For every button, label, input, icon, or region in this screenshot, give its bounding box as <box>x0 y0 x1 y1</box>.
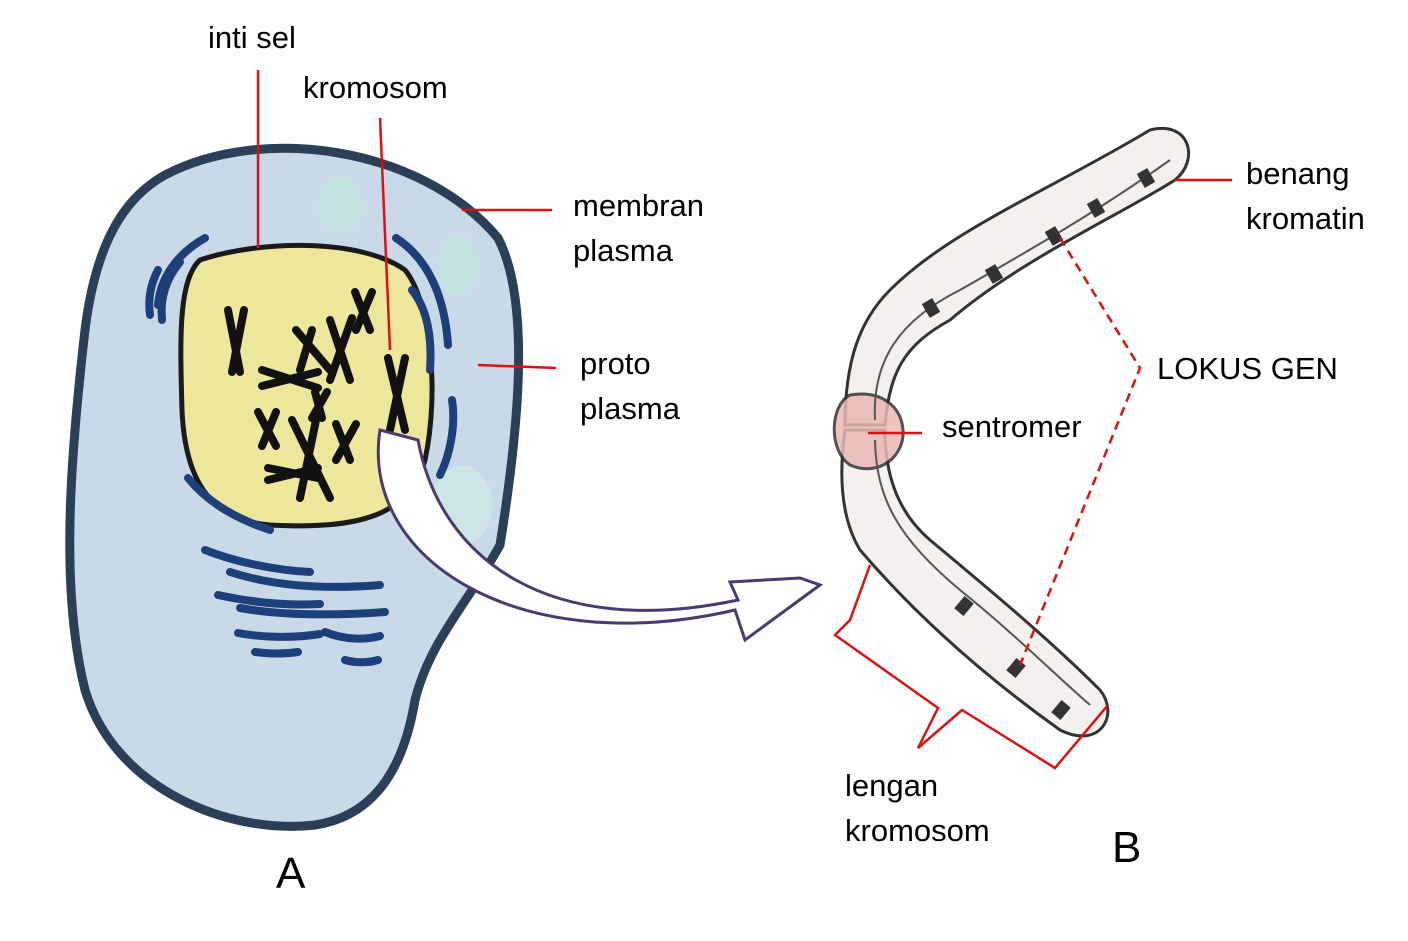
label-lengan-kromosom: lengan kromosom <box>845 770 990 846</box>
transition-arrow <box>376 428 824 643</box>
endoplasmic-reticulum <box>145 234 458 667</box>
label-sentromer: sentromer <box>942 409 1082 444</box>
label-benang-kromatin: benang kromatin <box>1246 158 1365 234</box>
label-inti-sel: inti sel <box>208 20 296 55</box>
nucleus-chromosomes <box>224 288 409 502</box>
label-proto-line1: proto <box>580 346 651 381</box>
chromosome-lower-arm <box>840 428 1110 738</box>
label-lengan-line1: lengan <box>845 768 939 803</box>
panel-a-label: A <box>276 849 306 898</box>
chromatid-line <box>873 159 1171 706</box>
label-benang-line1: benang <box>1246 156 1350 191</box>
cytoplasm-smudge <box>438 235 478 295</box>
label-proto-line2: plasma <box>580 391 680 426</box>
leader-lines <box>256 70 1232 770</box>
label-membran-plasma: membran plasma <box>573 190 704 266</box>
label-benang-line2: kromatin <box>1246 201 1365 236</box>
label-membran-line2: plasma <box>573 233 673 268</box>
label-kromosom: kromosom <box>303 70 448 105</box>
label-membran-line1: membran <box>573 188 704 223</box>
centromere-bulge <box>832 392 905 471</box>
cytoplasm-smudge <box>318 177 362 233</box>
label-proto-plasma: proto plasma <box>580 348 680 424</box>
chromosome-upper-arm <box>843 126 1191 427</box>
panel-b-label: B <box>1112 823 1142 872</box>
chromosome-body <box>832 126 1191 738</box>
label-lokus-gen: LOKUS GEN <box>1157 351 1338 386</box>
label-lengan-line2: kromosom <box>845 813 990 848</box>
